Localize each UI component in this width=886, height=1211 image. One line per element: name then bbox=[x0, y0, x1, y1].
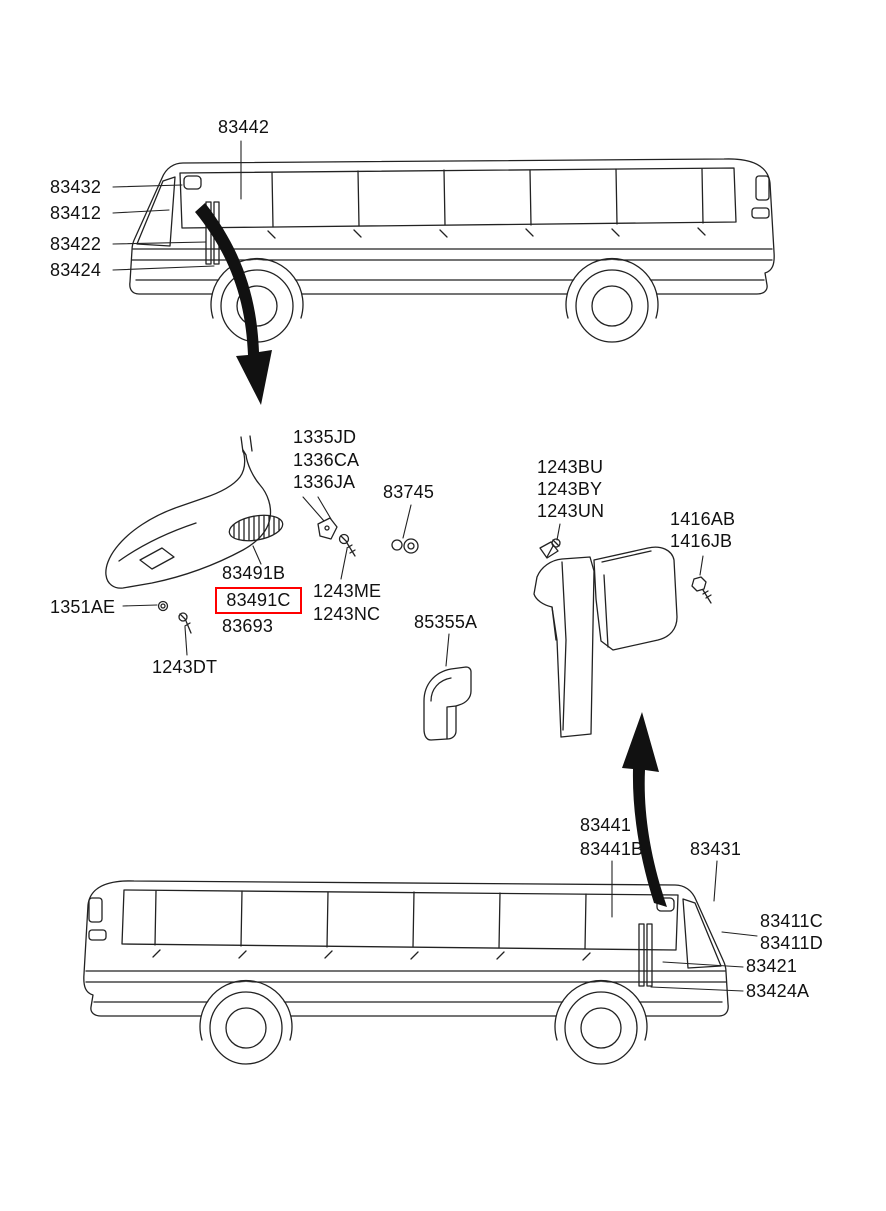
pillar-trim-lower-drawing bbox=[533, 541, 678, 738]
callout-1243ME[interactable]: 1243ME bbox=[313, 581, 382, 601]
callout-1416JB[interactable]: 1416JB bbox=[670, 531, 733, 551]
callout-83491B[interactable]: 83491B bbox=[222, 563, 286, 583]
callout-83411C[interactable]: 83411C bbox=[760, 911, 823, 931]
callout-83422[interactable]: 83422 bbox=[50, 234, 102, 254]
callout-83431[interactable]: 83431 bbox=[690, 839, 742, 859]
callout-1243BU[interactable]: 1243BU bbox=[537, 457, 604, 477]
flow-arrow-down bbox=[195, 203, 272, 405]
speaker-grille-drawing bbox=[228, 514, 284, 542]
bolt-icon bbox=[691, 576, 712, 604]
callout-83424[interactable]: 83424 bbox=[50, 260, 102, 280]
screw-icon bbox=[338, 533, 356, 557]
leader-lines bbox=[112, 140, 758, 992]
callout-1335JD[interactable]: 1335JD bbox=[293, 427, 357, 447]
callout-1243DT[interactable]: 1243DT bbox=[152, 657, 218, 677]
callout-1351AE[interactable]: 1351AE bbox=[50, 597, 116, 617]
callout-83421[interactable]: 83421 bbox=[746, 956, 798, 976]
callout-83491C[interactable]: 83491C bbox=[226, 590, 291, 610]
callout-83411D[interactable]: 83411D bbox=[760, 933, 823, 953]
callout-1243BY[interactable]: 1243BY bbox=[537, 479, 603, 499]
callout-83442[interactable]: 83442 bbox=[218, 117, 270, 137]
bottom-bus-drawing bbox=[83, 880, 729, 1075]
grommet-icon-2 bbox=[157, 600, 169, 612]
callout-1336CA[interactable]: 1336CA bbox=[293, 450, 360, 470]
grommet-icons bbox=[391, 538, 419, 554]
callout-1243NC[interactable]: 1243NC bbox=[313, 604, 381, 624]
callout-85355A[interactable]: 85355A bbox=[414, 612, 478, 632]
callout-1336JA[interactable]: 1336JA bbox=[293, 472, 356, 492]
screw-icon-3 bbox=[178, 612, 192, 634]
callout-83432[interactable]: 83432 bbox=[50, 177, 102, 197]
callout-83424A[interactable]: 83424A bbox=[746, 981, 810, 1001]
callout-83412[interactable]: 83412 bbox=[50, 203, 102, 223]
callout-1243UN[interactable]: 1243UN bbox=[537, 501, 605, 521]
callout-83693[interactable]: 83693 bbox=[222, 616, 274, 636]
callout-83441[interactable]: 83441 bbox=[580, 815, 632, 835]
screw-icon-2 bbox=[546, 538, 561, 558]
callout-83745[interactable]: 83745 bbox=[383, 482, 435, 502]
callout-1416AB[interactable]: 1416AB bbox=[670, 509, 736, 529]
clip-drawing bbox=[317, 517, 338, 540]
callout-83441B[interactable]: 83441B bbox=[580, 839, 644, 859]
flow-arrow-up bbox=[622, 712, 667, 907]
selected-part-highlight[interactable]: 83491C bbox=[215, 587, 302, 614]
detail-parts-drawing bbox=[105, 435, 712, 741]
pillar-trim-upper-drawing bbox=[105, 435, 284, 589]
bracket-drawing bbox=[423, 666, 472, 741]
